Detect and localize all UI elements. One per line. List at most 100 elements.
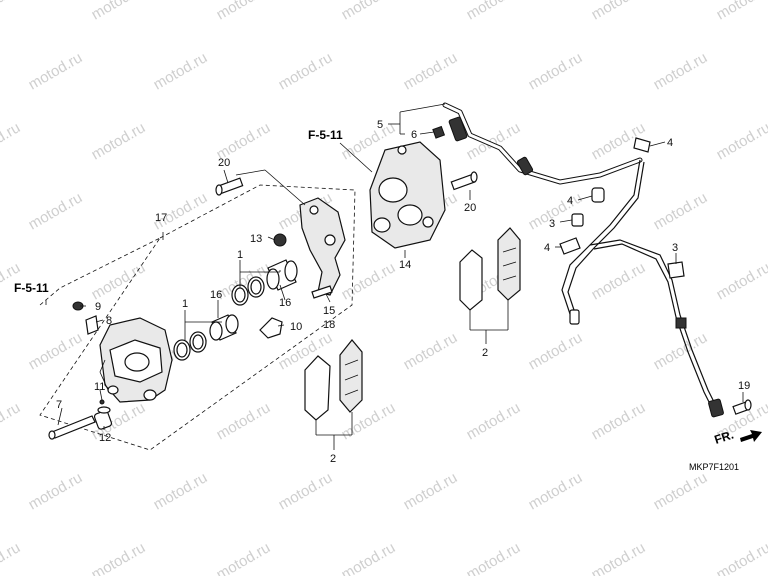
wire-clamp-right [667,261,685,279]
sensor-bolt [732,399,752,415]
watermark-text: motod.ru [401,329,461,373]
watermark-text: motod.ru [464,539,524,576]
watermark-text: motod.ru [214,539,274,576]
callout-numbers: 1 1 2 2 3 3 4 4 4 5 6 7 8 9 10 11 12 13 … [56,119,750,465]
watermark-text: motod.ru [339,539,399,576]
assembly-boundary-dashed [39,184,356,451]
diagram-code: MKP7F1201 [689,462,739,472]
wire-clip [675,317,687,329]
watermark-text: motod.ru [276,49,336,93]
watermark-text: motod.ru [339,259,399,303]
watermark-text: motod.ru [589,259,649,303]
watermark-text: motod.ru [0,399,23,443]
callout-1: 1 [237,249,243,261]
watermark-text: motod.ru [714,259,768,303]
callout-6: 6 [411,129,417,141]
callout-11: 11 [94,381,105,393]
callout-4: 4 [667,137,673,149]
watermark-text: motod.ru [589,539,649,576]
watermark-text: motod.ru [214,0,274,23]
mounting-bolt-left [215,177,244,196]
watermark-text: motod.ru [651,329,711,373]
abs-sensor-wire [559,137,752,418]
callout-8: 8 [106,315,112,327]
hose-clamp-top [633,137,651,153]
callout-1: 1 [182,298,188,310]
right-caliper-group [369,141,521,311]
watermark-text: motod.ru [339,0,399,23]
watermark-text: motod.ru [0,119,23,163]
pad-spring [259,317,283,339]
callout-16: 16 [210,289,222,301]
bleeder-screw [85,315,99,335]
ref-label-left: F-5-11 [14,281,49,295]
watermark-text: motod.ru [464,399,524,443]
watermark-text: motod.ru [26,329,86,373]
watermark-text: motod.ru [589,399,649,443]
watermark-text: motod.ru [651,189,711,233]
piston-seal-set-lower [173,314,239,361]
callout-18: 18 [323,319,335,331]
bracket-nut [273,233,287,247]
leader-lines [45,103,744,450]
callout-12: 12 [99,432,111,444]
watermark-text: motod.ru [0,539,23,576]
caliper-body-right [369,141,446,249]
watermark-text: motod.ru [714,539,768,576]
callout-20: 20 [464,202,476,214]
left-caliper-group [39,177,363,451]
brake-hose-assembly [432,102,643,185]
watermark-text: motod.ru [526,329,586,373]
watermark-text: motod.ru [214,399,274,443]
callout-19: 19 [738,380,750,392]
watermark-text: motod.ru [89,539,149,576]
wire-clamp-small [571,213,584,227]
front-direction-label: FR. [713,428,736,447]
watermark-text: motod.ru [151,49,211,93]
brake-pad-set-upper [459,227,521,311]
abs-sensor-head [708,398,724,418]
watermark-text: motod.ru [151,469,211,513]
caliper-bracket [299,197,346,299]
watermark-text: motod.ru [714,0,768,23]
callout-2: 2 [330,453,336,465]
watermark-text: motod.ru [26,469,86,513]
watermark-text: motod.ru [89,0,149,23]
mounting-bolt-right [450,171,478,191]
callout-4: 4 [544,242,550,254]
watermark-text: motod.ru [89,119,149,163]
watermark-text: motod.ru [26,49,86,93]
caliper-body-left [99,317,173,403]
watermark-text: motod.ru [589,0,649,23]
wire-clamp-bracket [559,237,581,255]
watermark-text: motod.ru [0,0,23,23]
callout-20: 20 [218,157,230,169]
watermark-text: motod.ru [401,469,461,513]
callout-3: 3 [672,242,678,254]
callout-16: 16 [279,297,291,309]
watermark-text: motod.ru [401,49,461,93]
wire-grommet [591,187,605,203]
watermark-text: motod.ru [26,189,86,233]
callout-7: 7 [56,399,62,411]
callout-10: 10 [290,321,302,333]
watermark-text: motod.ru [276,469,336,513]
pin-bolt [48,415,96,440]
callout-2: 2 [482,347,488,359]
callout-15: 15 [323,305,335,317]
watermark-text: motod.ru [464,119,524,163]
brake-pad-set-lower [304,339,363,421]
ref-label-top: F-5-11 [308,128,343,142]
pin-plug [93,406,113,430]
piston-seal-set-upper [231,259,298,306]
watermark-text: motod.ru [526,469,586,513]
callout-9: 9 [95,301,101,313]
watermark-text: motod.ru [464,0,524,23]
watermark-text: motod.ru [651,49,711,93]
watermark-text: motod.ru [714,119,768,163]
callout-14: 14 [399,259,411,271]
callout-13: 13 [250,233,262,245]
watermark-text: motod.ru [651,469,711,513]
